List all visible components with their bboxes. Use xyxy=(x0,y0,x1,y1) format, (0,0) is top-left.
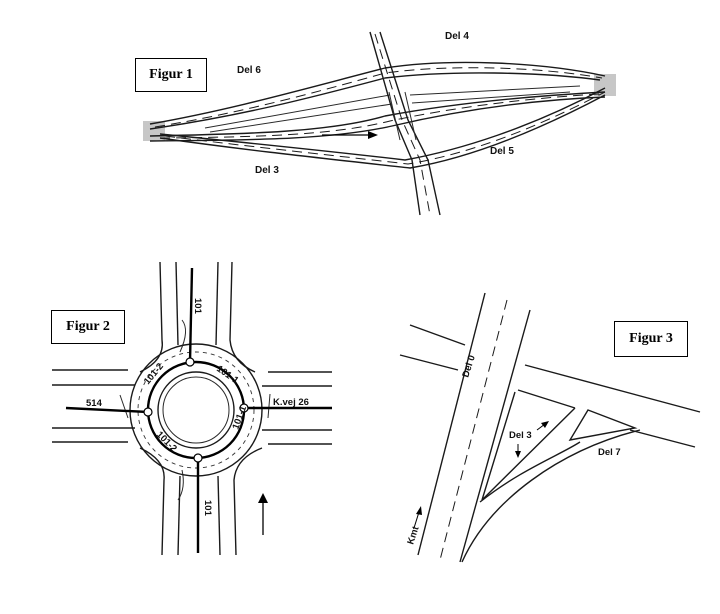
fig2-ring-centre-line xyxy=(137,351,255,469)
figure-1-interchange: Del 6 Del 4 Del 5 Del 3 xyxy=(143,31,616,216)
fig1-label-del6: Del 6 xyxy=(237,65,261,76)
fig1-label-del5: Del 5 xyxy=(490,146,514,157)
fig3-side-road-left-bottom xyxy=(399,354,459,371)
fig3-main-road-centre xyxy=(439,299,508,561)
fig1-road-north-edge xyxy=(149,61,606,125)
fig2-north-road-inner-left xyxy=(175,261,179,346)
fig2-south-road-outer-right xyxy=(233,447,263,556)
fig3-arrow-kmt xyxy=(413,511,420,529)
figure-1-title: Figur 1 xyxy=(135,58,207,92)
fig2-island-east xyxy=(267,393,271,419)
fig2-island-north xyxy=(179,319,186,353)
fig1-label-del3: Del 3 xyxy=(255,165,279,176)
fig3-branch-inner xyxy=(517,389,576,409)
fig3-arrow-kmt-head-icon xyxy=(416,506,422,515)
fig2-node-west xyxy=(143,407,153,417)
fig3-arrow-ne-head-icon xyxy=(541,421,549,428)
fig3-label-del7: Del 7 xyxy=(598,447,621,458)
fig2-south-road-inner-left xyxy=(177,475,181,556)
figure-3-title: Figur 3 xyxy=(614,321,688,357)
fig2-node-south xyxy=(193,453,203,463)
fig1-bridge-left xyxy=(388,91,401,141)
fig2-island-west xyxy=(119,394,129,419)
fig1-label-del4: Del 4 xyxy=(445,31,469,42)
fig2-label-nw: 101-2 xyxy=(142,361,166,387)
fig2-label-sw: 101-2 xyxy=(154,429,179,454)
fig2-section-line-north xyxy=(188,267,194,363)
fig1-road-main-centre xyxy=(159,93,601,139)
fig3-label-del0: Del 0 xyxy=(460,354,477,379)
fig2-node-east xyxy=(239,403,249,413)
fig3-branch-bottom xyxy=(629,429,696,448)
fig1-road-south-outer xyxy=(159,94,606,169)
fig2-central-island-inner xyxy=(162,376,230,444)
fig2-node-north xyxy=(185,357,195,367)
fig2-section-line-west xyxy=(65,406,149,414)
fig1-ramp-a xyxy=(204,94,391,129)
fig2-label-west: 514 xyxy=(86,398,103,409)
fig1-ramp-b xyxy=(209,103,393,133)
fig2-island-south xyxy=(177,469,184,501)
fig3-label-kmt: Kmt xyxy=(405,524,421,546)
fig3-main-road-east xyxy=(459,309,531,563)
fig3-outer-curve xyxy=(461,429,641,563)
fig1-ramp-c xyxy=(409,85,581,96)
fig3-island-small xyxy=(568,409,638,441)
fig2-south-road-inner-right xyxy=(217,475,221,556)
fig1-cross-road-centre xyxy=(374,33,431,216)
fig1-road-south-edge xyxy=(159,87,606,161)
fig3-inner-curve xyxy=(479,441,581,503)
fig3-main-road-west xyxy=(417,292,486,556)
fig2-south-road-outer-left xyxy=(139,447,165,556)
fig3-arrow-down-head-icon xyxy=(515,451,521,458)
fig3-side-road-left-top xyxy=(409,324,466,346)
fig2-label-east: K.vej 26 xyxy=(273,397,309,408)
fig3-label-del3: Del 3 xyxy=(509,430,532,441)
fig2-arrow-head-icon xyxy=(258,493,268,503)
fig1-cross-road-west xyxy=(369,31,421,216)
fig1-cross-road-east xyxy=(379,31,441,216)
fig1-bridge-right xyxy=(404,91,417,141)
fig1-road-main-bottom xyxy=(149,96,606,142)
fig3-branch-top xyxy=(524,364,701,413)
fig1-road-main-top xyxy=(149,91,606,137)
figure-2-title: Figur 2 xyxy=(51,310,125,344)
fig1-ramp-d xyxy=(411,91,571,104)
fig2-label-north: 101 xyxy=(192,298,203,315)
fig2-label-south: 101 xyxy=(202,500,213,517)
fig1-arrow-head-icon xyxy=(368,131,378,139)
figure-3-junction: Del 0 Del 3 Del 7 Kmt xyxy=(399,292,701,563)
fig2-north-road-inner-right xyxy=(215,261,219,346)
figure-2-roundabout: 101 101 514 K.vej 26 101-2 101-1 101-2 1… xyxy=(52,261,332,556)
fig1-road-north-centre xyxy=(154,67,603,128)
fig2-central-island xyxy=(157,371,235,449)
fig3-island-large xyxy=(481,391,576,501)
fig1-road-north-inner xyxy=(149,72,601,130)
fig1-road-south-centre xyxy=(164,91,606,165)
